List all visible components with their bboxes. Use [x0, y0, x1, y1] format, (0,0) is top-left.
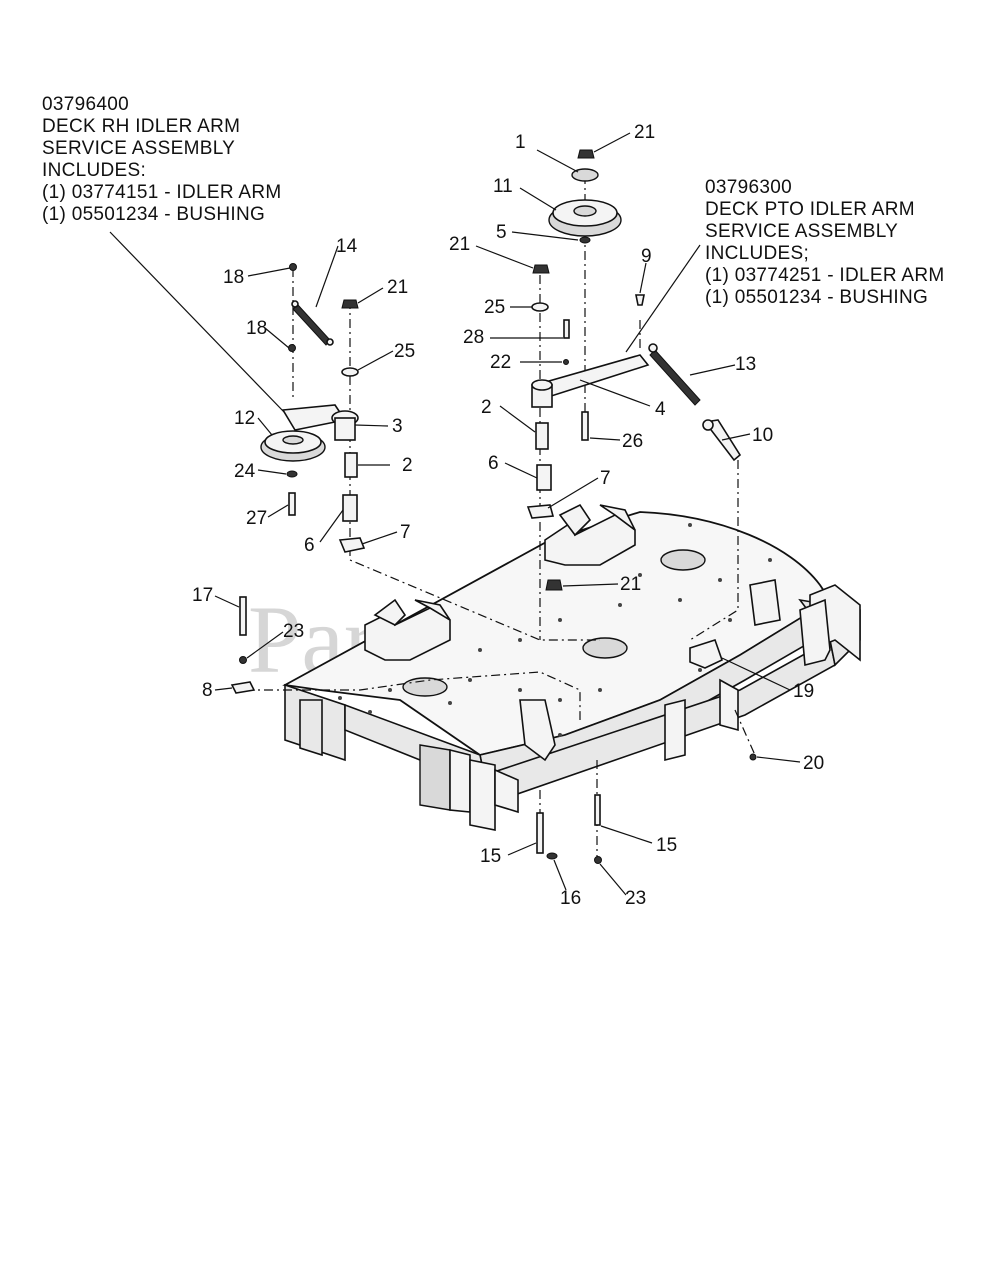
callout-23: 23: [625, 888, 646, 909]
callout-3: 3: [392, 416, 403, 437]
callout-27: 27: [246, 508, 267, 529]
callout-7: 7: [400, 522, 411, 543]
washer-16: [546, 852, 558, 860]
callout-15: 15: [480, 846, 501, 867]
spacer-5: [579, 236, 591, 244]
spacer-6-center: [536, 464, 552, 491]
bolt-26: [581, 411, 589, 441]
callout-18: 18: [246, 318, 267, 339]
callout-14: 14: [336, 236, 358, 257]
note-left-line-3: SERVICE ASSEMBLY: [42, 138, 235, 159]
washer-25-center: [531, 302, 549, 312]
bolt-15-right: [594, 794, 601, 826]
eyebolt-10: [702, 419, 742, 462]
callout-1: 1: [515, 132, 526, 153]
bolt-17: [239, 596, 247, 636]
washer-24: [286, 470, 298, 478]
callout-15: 15: [656, 835, 677, 856]
callouts: 1 21 11 5 21 9 25 28 22 13 4 2 26 10 6 7…: [192, 122, 824, 909]
nut-21-left: [341, 299, 359, 309]
callout-22: 22: [490, 352, 511, 373]
note-pto-idler-arm: 03796300 DECK PTO IDLER ARM SERVICE ASSE…: [705, 177, 945, 308]
note-right-line-4: INCLUDES;: [705, 243, 809, 264]
callout-9: 9: [641, 246, 652, 267]
spring-14: [291, 300, 334, 346]
callout-12: 12: [234, 408, 255, 429]
clip-22: [563, 359, 569, 365]
callout-11: 11: [493, 176, 513, 197]
note-left-line-5: (1) 03774151 - IDLER ARM: [42, 182, 282, 203]
bolt-27: [288, 492, 296, 516]
bushing-2-left: [344, 452, 358, 478]
callout-25: 25: [394, 341, 415, 362]
callout-6: 6: [304, 535, 315, 556]
note-right-line-3: SERVICE ASSEMBLY: [705, 221, 898, 242]
callout-13: 13: [735, 354, 756, 375]
callout-6: 6: [488, 453, 499, 474]
washer-7-center: [526, 504, 555, 519]
nut-21-center: [532, 264, 550, 274]
note-left-line-4: INCLUDES:: [42, 160, 146, 181]
callout-17: 17: [192, 585, 213, 606]
nut-20: [749, 753, 757, 761]
callout-21: 21: [449, 234, 470, 255]
callout-4: 4: [655, 399, 666, 420]
callout-2: 2: [481, 397, 492, 418]
callout-21: 21: [620, 574, 641, 595]
spring-13: [648, 343, 701, 406]
washer-7-left: [338, 537, 366, 553]
bolt-9: [635, 294, 645, 306]
bolt-15-left: [536, 812, 544, 854]
nut-21-top: [577, 149, 595, 159]
callout-10: 10: [752, 425, 773, 446]
leader-lines: [109, 132, 801, 896]
pto-idler-assembly: [526, 149, 742, 591]
note-right-line-1: 03796300: [705, 177, 792, 198]
note-left-line-1: 03796400: [42, 94, 129, 115]
callout-16: 16: [560, 888, 581, 909]
nut-18-top: [289, 263, 297, 271]
callout-28: 28: [463, 327, 484, 348]
spacer-6-left: [342, 494, 358, 522]
nut-21-deck: [545, 579, 563, 591]
rh-idler-assembly: [260, 263, 366, 553]
note-right-line-6: (1) 05501234 - BUSHING: [705, 287, 928, 308]
callout-8: 8: [202, 680, 213, 701]
callout-18: 18: [223, 267, 244, 288]
nut-23-left: [239, 656, 247, 664]
callout-23: 23: [283, 621, 304, 642]
callout-20: 20: [803, 753, 824, 774]
note-right-line-2: DECK PTO IDLER ARM: [705, 199, 915, 220]
callout-21: 21: [387, 277, 408, 298]
washer-8: [230, 681, 256, 694]
nut-18-bottom: [288, 344, 296, 352]
washer-25-left: [341, 367, 359, 377]
note-left-line-6: (1) 05501234 - BUSHING: [42, 204, 265, 225]
callout-24: 24: [234, 461, 256, 482]
pulley-12: [260, 430, 326, 462]
callout-25: 25: [484, 297, 505, 318]
callout-21: 21: [634, 122, 655, 143]
callout-2: 2: [402, 455, 413, 476]
nut-23-bottom: [594, 856, 602, 864]
left-bottom-parts: [230, 596, 757, 864]
callout-5: 5: [496, 222, 507, 243]
callout-26: 26: [622, 431, 643, 452]
callout-7: 7: [600, 468, 611, 489]
cap-1: [571, 168, 599, 182]
callout-19: 19: [793, 681, 814, 702]
note-rh-idler-arm: 03796400 DECK RH IDLER ARM SERVICE ASSEM…: [42, 94, 282, 225]
bushing-2-center: [535, 422, 549, 450]
pin-28: [563, 319, 570, 339]
pulley-11: [548, 199, 622, 237]
note-right-line-5: (1) 03774251 - IDLER ARM: [705, 265, 945, 286]
note-left-line-2: DECK RH IDLER ARM: [42, 116, 240, 137]
mower-deck: [282, 503, 861, 831]
